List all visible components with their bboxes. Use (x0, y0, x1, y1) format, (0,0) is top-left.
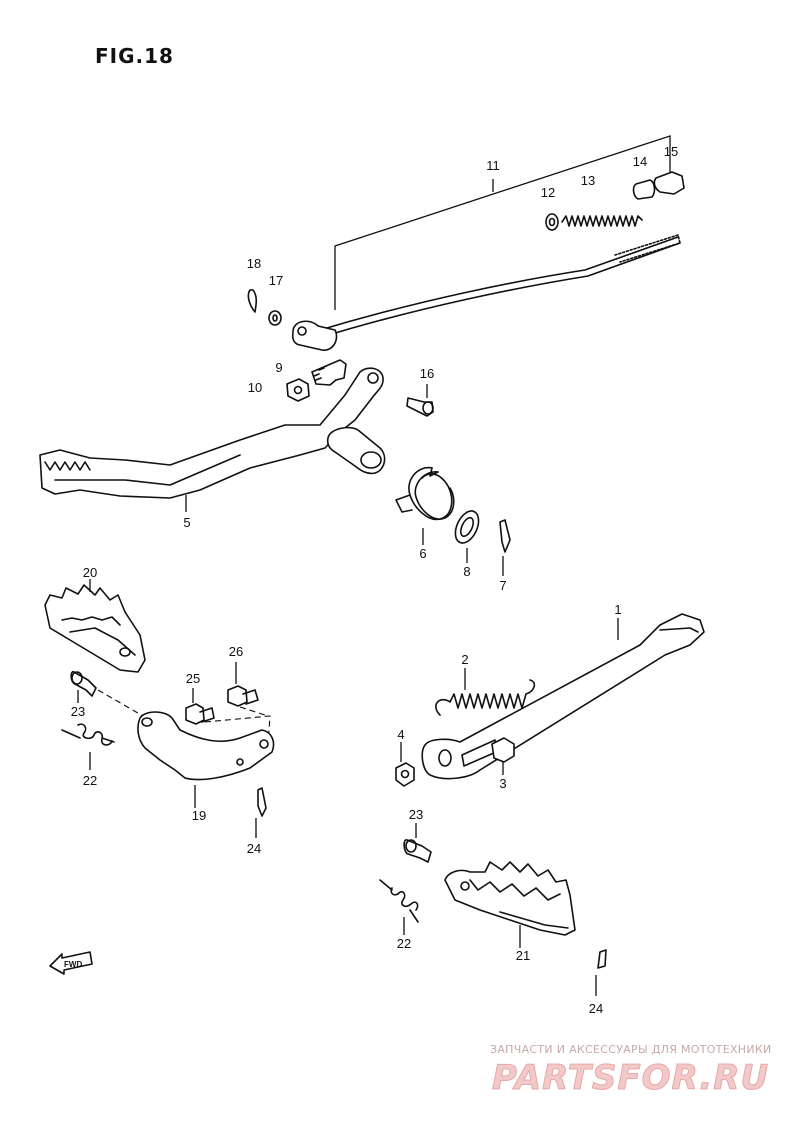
side-stand (421, 613, 705, 780)
part-number-3: 3 (499, 776, 506, 791)
part-number-13: 13 (581, 173, 595, 188)
fwd-arrow-icon: FWD (49, 951, 93, 975)
figure-title: FIG.18 (95, 44, 174, 68)
part-number-16: 16 (420, 366, 434, 381)
brake-pedal (39, 367, 386, 512)
part-number-11: 11 (486, 158, 500, 173)
part-number-24-right: 24 (589, 1001, 603, 1016)
part-number-18: 18 (247, 256, 261, 271)
part-number-23-left: 23 (71, 704, 85, 719)
part-number-7: 7 (499, 578, 506, 593)
stand-bolt-nut (395, 737, 515, 787)
bolt-and-nut (286, 359, 347, 402)
part-number-23-right: 23 (409, 807, 423, 822)
footrest-left (44, 579, 146, 673)
part-number-4: 4 (397, 727, 404, 742)
part-number-19: 19 (192, 808, 206, 823)
footrest-pins (70, 671, 432, 863)
part-number-1: 1 (614, 602, 621, 617)
part-number-20: 20 (83, 565, 97, 580)
pin-and-washer (247, 289, 282, 326)
bracket-cotter-pins (255, 787, 607, 996)
part-labels: 11 12 13 14 15 18 17 9 10 16 5 6 8 7 20 … (71, 144, 678, 1016)
watermark-caption: ЗАПЧАСТИ И АКСЕССУАРЫ ДЛЯ МОТОТЕХНИКИ (490, 1043, 772, 1056)
bracket-bolts (185, 662, 259, 725)
part-number-2: 2 (461, 652, 468, 667)
stand-spring (435, 668, 536, 716)
part-number-26: 26 (229, 644, 243, 659)
fwd-label: FWD (64, 960, 82, 969)
part-number-21: 21 (516, 948, 530, 963)
footrest-right (444, 861, 576, 948)
part-number-14: 14 (633, 154, 647, 169)
return-spring (395, 466, 455, 545)
part-number-6: 6 (419, 546, 426, 561)
footrest-bracket (137, 711, 275, 808)
part-number-17: 17 (269, 273, 283, 288)
brake-rod-assembly (291, 135, 681, 351)
part-number-22-right: 22 (397, 936, 411, 951)
watermark-logo: PARTSFOR.RU (491, 1058, 770, 1099)
pedal-cotter-pin (499, 519, 511, 576)
part-number-8: 8 (463, 564, 470, 579)
pedal-washer (454, 510, 480, 563)
footrest-springs (61, 723, 419, 935)
pedal-pin (406, 384, 434, 417)
part-number-25: 25 (186, 671, 200, 686)
part-number-9: 9 (275, 360, 282, 375)
part-number-22-left: 22 (83, 773, 97, 788)
part-number-10: 10 (248, 380, 262, 395)
part-number-5: 5 (183, 515, 190, 530)
part-number-15: 15 (664, 144, 678, 159)
part-number-24-left: 24 (247, 841, 261, 856)
rod-spring-parts (545, 171, 685, 231)
part-number-12: 12 (541, 185, 555, 200)
